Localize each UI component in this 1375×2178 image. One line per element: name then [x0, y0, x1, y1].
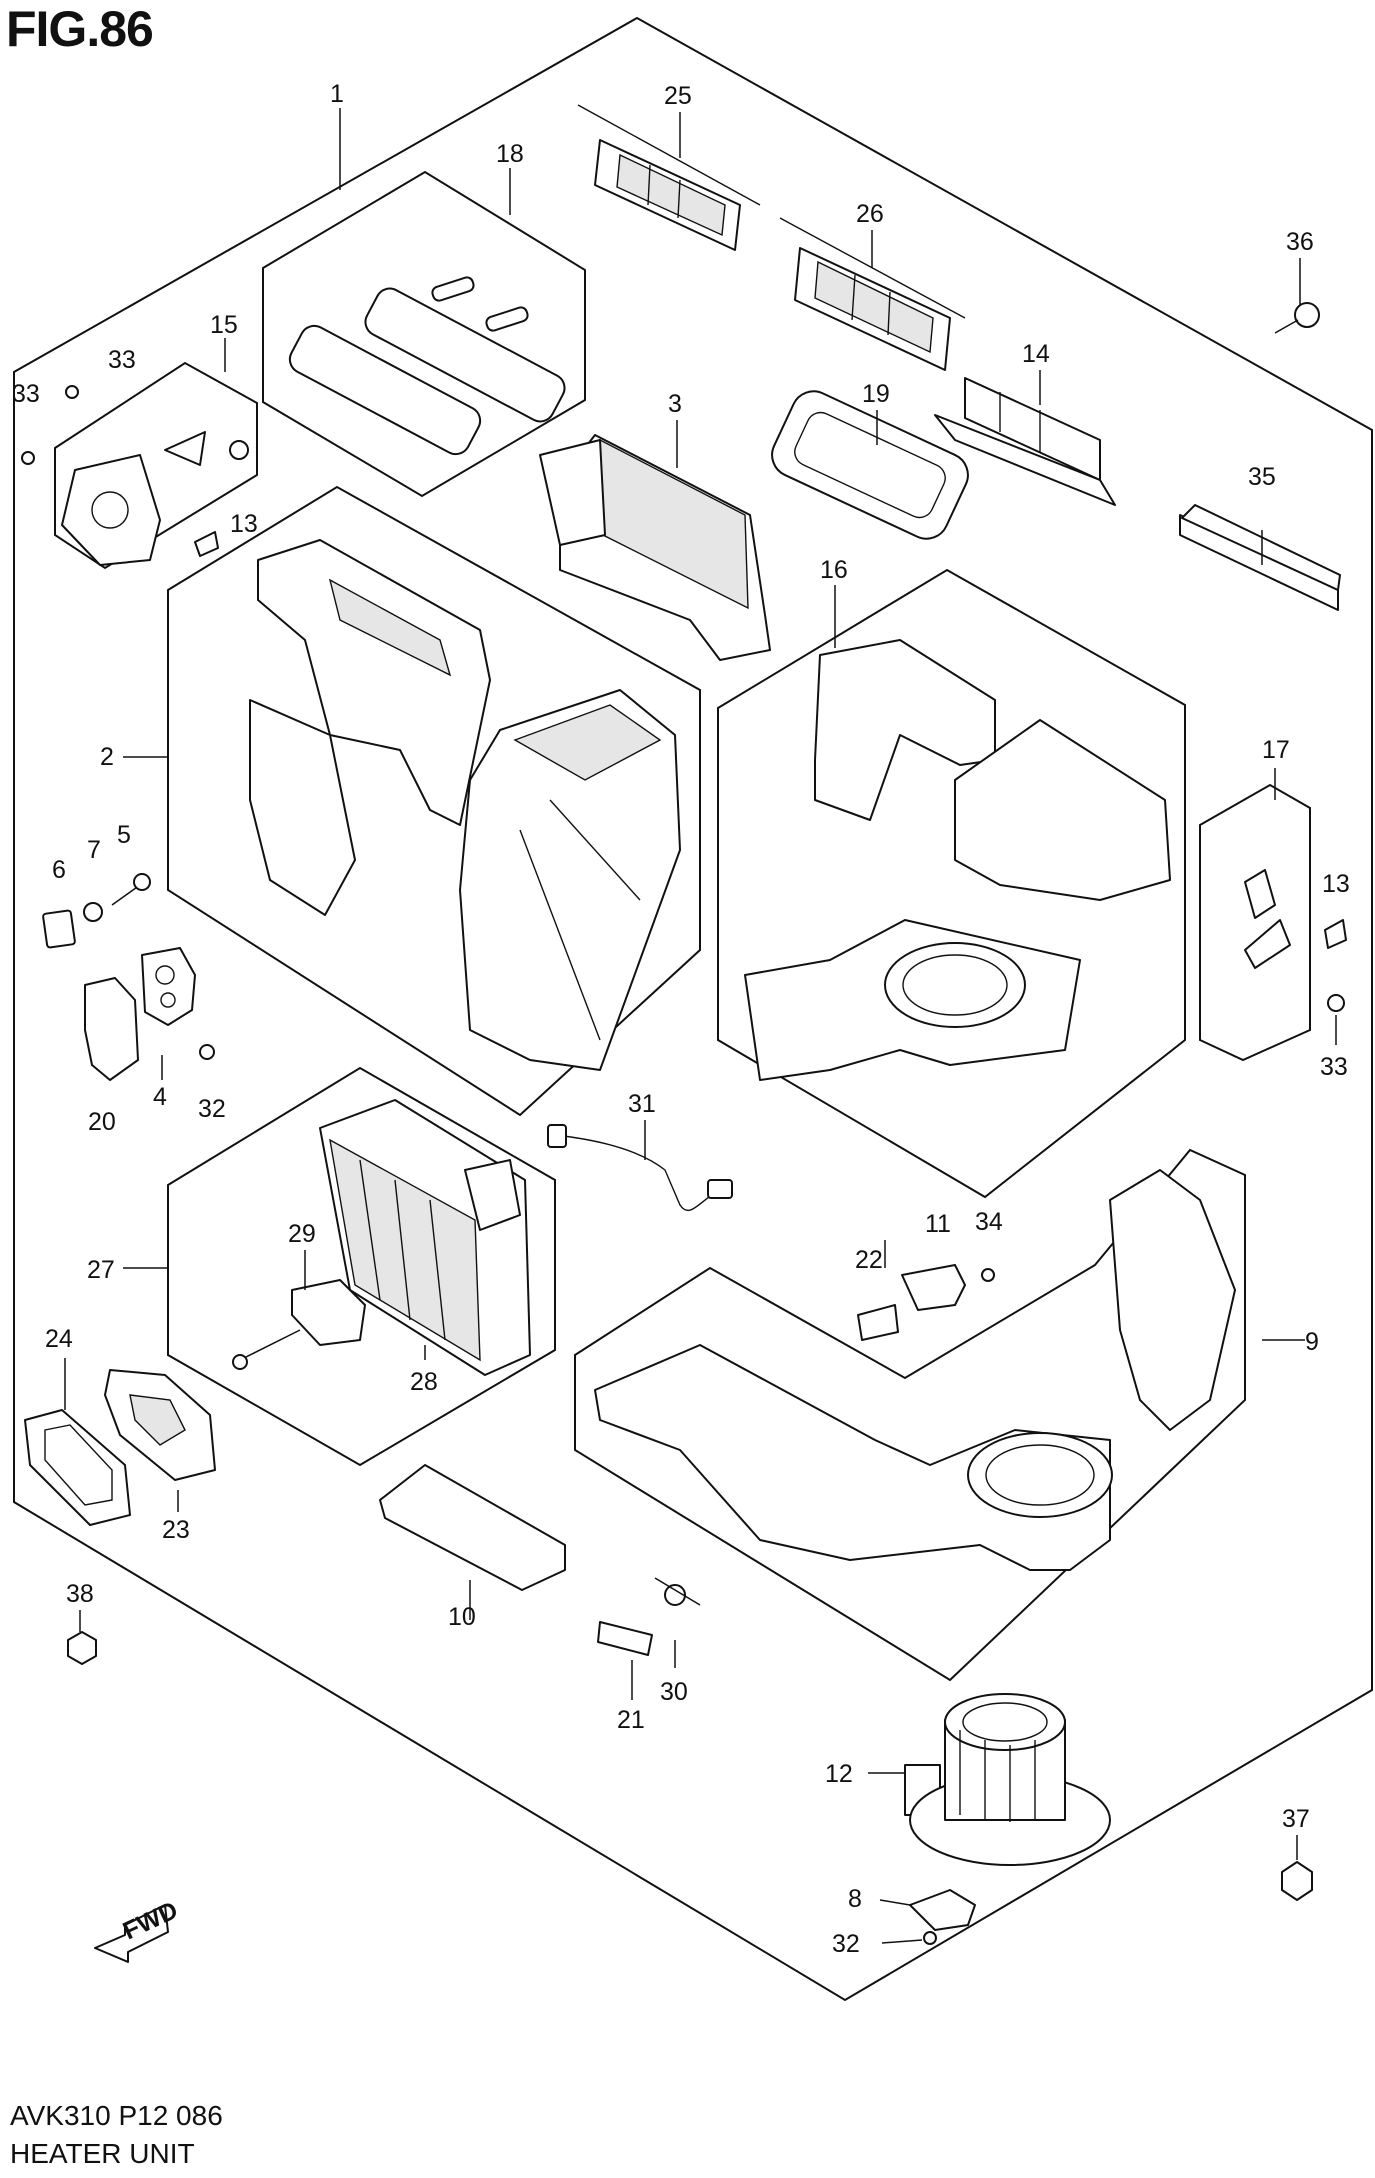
- callout-10: 10: [448, 1603, 476, 1631]
- callout-2: 2: [100, 743, 114, 771]
- callout-12: 12: [825, 1760, 853, 1788]
- group-box-18: [262, 170, 586, 498]
- callout-16: 16: [820, 556, 848, 584]
- figure-title: FIG.86: [6, 1, 154, 57]
- group-box-9: [574, 1148, 1246, 1682]
- callout-14: 14: [1022, 340, 1050, 368]
- figure-name: HEATER UNIT: [10, 2138, 195, 2169]
- callout-22: 22: [855, 1246, 883, 1274]
- callout-33-left: 33: [12, 380, 40, 408]
- part-26-frame: [779, 217, 966, 371]
- callout-24: 24: [45, 1325, 73, 1353]
- part-27-evaporator: [319, 1099, 531, 1376]
- part-15-bracket: [21, 385, 249, 566]
- group-box-15: [54, 361, 258, 570]
- callout-38: 38: [66, 1580, 94, 1608]
- callout-23: 23: [162, 1516, 190, 1544]
- part-19-gasket: [771, 390, 969, 540]
- callout-33-top: 33: [108, 346, 136, 374]
- callout-37: 37: [1282, 1805, 1310, 1833]
- callout-5: 5: [117, 821, 131, 849]
- part-20-pad: [84, 977, 139, 1081]
- callout-21: 21: [617, 1706, 645, 1734]
- callout-11: 11: [925, 1210, 951, 1238]
- callout-29: 29: [288, 1220, 316, 1248]
- group-box-2: [167, 485, 701, 1117]
- part-13-clip: [194, 531, 219, 557]
- callout-35: 35: [1248, 463, 1276, 491]
- part-21-tape: [597, 1621, 653, 1656]
- callout-25: 25: [664, 82, 692, 110]
- callout-17: 17: [1262, 736, 1290, 764]
- part-10-cover: [379, 1464, 566, 1591]
- leader-lines: [64, 108, 1337, 1944]
- part-11-bracket: [901, 1264, 966, 1311]
- front-direction-arrow-icon: FWD: [94, 1896, 182, 1963]
- part-34-screw: [981, 1268, 995, 1282]
- part-31-harness: [547, 1124, 733, 1212]
- callout-36: 36: [1286, 228, 1314, 256]
- callout-9: 9: [1305, 1328, 1319, 1356]
- part-32b-screw: [923, 1931, 937, 1945]
- callout-27: 27: [87, 1256, 115, 1284]
- part-3-duct: [539, 434, 771, 661]
- part-7-washer: [83, 902, 103, 922]
- part-33c-nut: [1327, 994, 1345, 1012]
- part-35-bracket: [1179, 504, 1341, 611]
- callout-3: 3: [668, 390, 682, 418]
- part-5-bolt: [111, 873, 151, 906]
- part-17-link: [1244, 869, 1291, 969]
- part-2-case: [249, 539, 681, 1071]
- callout-32-left: 32: [198, 1095, 226, 1123]
- part-30-sensor: [654, 1577, 701, 1606]
- part-22-tape: [857, 1304, 899, 1341]
- callout-13-right: 13: [1322, 870, 1350, 898]
- part-12-blower: [904, 1693, 1111, 1866]
- part-36-bolt: [1274, 302, 1320, 334]
- part-24-gasket: [24, 1409, 131, 1526]
- part-25-frame: [577, 104, 761, 251]
- callout-6: 6: [52, 856, 66, 884]
- part-23-gasket: [104, 1369, 216, 1481]
- callout-26: 26: [856, 200, 884, 228]
- callout-28: 28: [410, 1368, 438, 1396]
- callout-15: 15: [210, 311, 238, 339]
- figure-code: AVK310 P12 086: [10, 2100, 223, 2131]
- callout-1: 1: [330, 80, 344, 108]
- callout-33-right: 33: [1320, 1053, 1348, 1081]
- part-14-filter: [934, 377, 1116, 506]
- callout-13-top: 13: [230, 510, 258, 538]
- callout-18: 18: [496, 140, 524, 168]
- callout-4: 4: [153, 1083, 167, 1111]
- part-38-nut: [67, 1631, 97, 1665]
- group-box-16: [717, 568, 1186, 1199]
- callout-31: 31: [628, 1090, 656, 1118]
- callout-7: 7: [87, 836, 101, 864]
- part-4-gasket: [141, 947, 196, 1026]
- callout-30: 30: [660, 1678, 688, 1706]
- part-9-case: [594, 1169, 1236, 1571]
- callout-34: 34: [975, 1208, 1003, 1236]
- callout-19: 19: [862, 380, 890, 408]
- part-32a-screw: [199, 1044, 215, 1060]
- part-13b-clip: [1324, 919, 1347, 949]
- part-29-valve: [232, 1279, 366, 1370]
- part-16-case: [744, 639, 1171, 1081]
- callout-32-bottom: 32: [832, 1930, 860, 1958]
- callout-20: 20: [88, 1108, 116, 1136]
- part-6-clip: [42, 909, 76, 949]
- part-37-nut: [1281, 1861, 1313, 1901]
- group-box-27: [167, 1066, 556, 1467]
- part-18-seals: [288, 276, 566, 456]
- group-box-17: [1199, 783, 1311, 1062]
- assembly-boundary: [13, 16, 1373, 2002]
- callout-8: 8: [848, 1885, 862, 1913]
- part-8-bracket: [909, 1889, 976, 1931]
